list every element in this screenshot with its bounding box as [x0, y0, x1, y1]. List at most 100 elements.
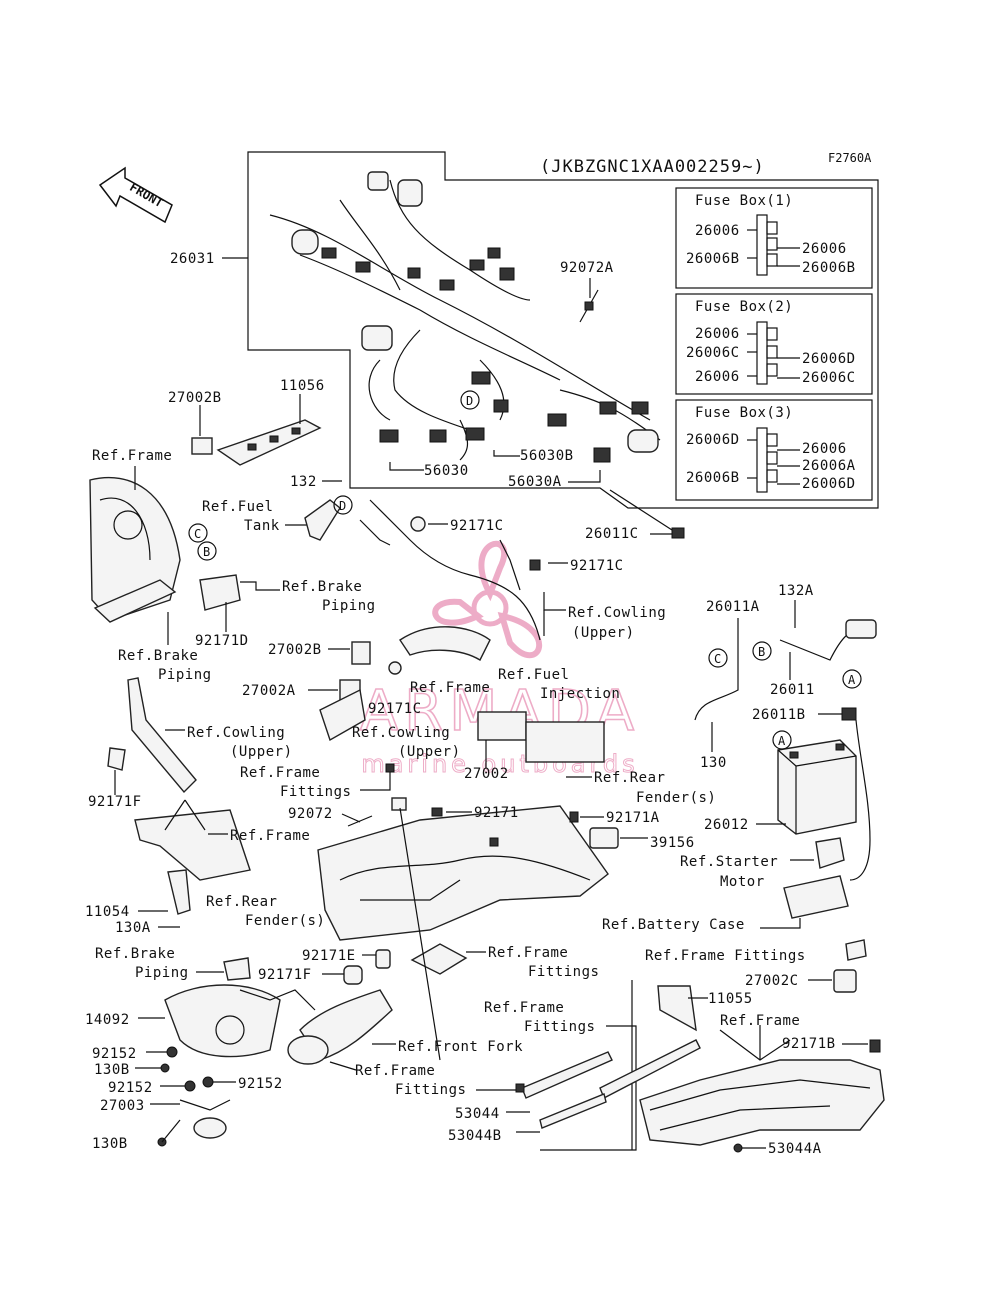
leader [399, 807, 441, 1061]
main-frame-ref [639, 1029, 885, 1146]
callout-B-right-label: B [758, 645, 765, 659]
part-53044A: 53044A [768, 1141, 822, 1157]
ref-frame-fittings-b1: Ref.Frame [488, 945, 568, 961]
strip-53044 [521, 1051, 613, 1099]
ref-cowling-upper-b1: Ref.Cowling [352, 725, 450, 741]
fuse-box-1-part-2: 26006B [686, 251, 740, 267]
fuse-box-2-part-5: 26006C [802, 370, 856, 386]
fuse-box-2-part-3: 26006 [695, 369, 740, 385]
fuse-box-2-part-1: 26006 [695, 326, 740, 342]
leader [239, 989, 316, 1011]
ref-frame-4: Ref.Frame [720, 1013, 800, 1029]
part-26011B: 26011B [752, 707, 806, 723]
relay-27002C [833, 969, 857, 993]
bolt-130B-1 [160, 1063, 170, 1073]
ref-cowling-upper-c1: Ref.Cowling [187, 725, 285, 741]
relay-27002B [351, 641, 371, 665]
ref-cowling-upper-c2: (Upper) [230, 744, 293, 760]
part-92171F-2-shape [343, 965, 363, 985]
part-92171B: 92171B [782, 1036, 836, 1052]
grommet-2 [391, 797, 407, 811]
part-92152-1: 92152 [92, 1046, 137, 1062]
clip-92072 [347, 815, 373, 827]
part-132: 132 [290, 474, 317, 490]
terminal-cover [845, 619, 877, 639]
leader [389, 462, 424, 471]
horn-bracket [179, 1099, 231, 1111]
leader [329, 1061, 357, 1071]
watermark-propeller-icon [432, 540, 543, 659]
ref-rear-fender-a1: Ref.Rear [594, 770, 665, 786]
serial-range: (JKBZGNC1XAA002259~) [540, 157, 765, 177]
fuse-box-3: Fuse Box(3) 26006D 26006B 26006 26006A 2… [675, 399, 873, 501]
ref-cowling-upper-a2: (Upper) [572, 625, 635, 641]
battery-26012 [777, 739, 857, 835]
front-arrow-icon: FRONT [98, 166, 173, 224]
part-26011C-shape [671, 527, 685, 539]
fuse-box-1-part-1: 26006 [695, 223, 740, 239]
part-26031: 26031 [170, 251, 215, 267]
fuse-box-3-part-5: 26006D [802, 476, 856, 492]
part-27002B: 27002B [268, 642, 322, 658]
part-27003: 27003 [100, 1098, 145, 1114]
leader [493, 450, 520, 457]
fuse-box-1: Fuse Box(1) 26006 26006B 26006 26006B [675, 187, 873, 289]
ref-frame-fittings-b2: Fittings [528, 964, 599, 980]
leader [760, 918, 801, 929]
ref-starter-motor-1: Ref.Starter [680, 854, 778, 870]
part-27002: 27002 [464, 766, 509, 782]
brake-fitting [223, 957, 251, 981]
bracket-lines [164, 799, 206, 831]
ref-brake-piping-a2: Piping [322, 598, 376, 614]
starter-relay [815, 837, 845, 869]
ref-cowling-upper-b2: (Upper) [398, 744, 461, 760]
grommet [388, 661, 402, 675]
leader [568, 470, 601, 483]
strip-53044B [539, 1093, 607, 1129]
callout-D-bracket: D [333, 495, 353, 515]
part-92171E-shape [375, 949, 391, 969]
part-92072A: 92072A [560, 260, 614, 276]
fuel-tank-bracket [304, 499, 341, 541]
ref-fuel-tank-1: Ref.Fuel [202, 499, 273, 515]
ref-frame-fittings-b: Ref.Frame Fittings [645, 948, 806, 964]
part-130A: 130A [115, 920, 151, 936]
terminal-26011B [841, 707, 857, 721]
fuse-box-2: Fuse Box(2) 26006 26006C 26006 26006D 26… [675, 293, 873, 395]
leader [240, 581, 280, 591]
frame-fitting-right [845, 939, 867, 961]
ref-fuel-tank-2: Tank [244, 518, 280, 534]
cowling-stay [399, 626, 491, 661]
harness-outline [247, 151, 879, 509]
relay-bracket [191, 419, 322, 466]
part-132A: 132A [778, 583, 814, 599]
part-56030: 56030 [424, 463, 469, 479]
ref-frame-fittings-c2: Fittings [524, 1019, 595, 1035]
ref-frame-3: Ref.Frame [230, 828, 310, 844]
washer-92152-3 [202, 1076, 214, 1088]
ref-frame-fittings-e2: Fittings [395, 1082, 466, 1098]
leader [341, 813, 361, 823]
ref-frame-fittings-e1: Ref.Frame [355, 1063, 435, 1079]
part-92171D: 92171D [195, 633, 249, 649]
rear-fender-tray [317, 805, 609, 941]
fork-clamp [287, 1035, 329, 1065]
part-92171E: 92171E [302, 948, 356, 964]
ref-starter-motor-2: Motor [720, 874, 765, 890]
fuse-box-1-part-4: 26006B [802, 260, 856, 276]
ref-rear-fender-a2: Fender(s) [636, 790, 716, 806]
fuse-box-3-part-4: 26006A [802, 458, 856, 474]
leader [360, 772, 391, 791]
part-130: 130 [700, 755, 727, 771]
part-92152-3: 92152 [238, 1076, 283, 1092]
frame-left-ref [89, 476, 181, 623]
bracket-11054 [167, 869, 191, 915]
part-53044B: 53044B [448, 1128, 502, 1144]
cowling-stay-left [127, 677, 197, 794]
fitting-clip-2 [515, 1083, 525, 1093]
ref-brake-piping-c1: Ref.Brake [95, 946, 175, 962]
fuse-box-3-title: Fuse Box(3) [695, 405, 793, 421]
ref-rear-fender-b2: Fender(s) [245, 913, 325, 929]
callout-D-label: D [466, 394, 473, 408]
